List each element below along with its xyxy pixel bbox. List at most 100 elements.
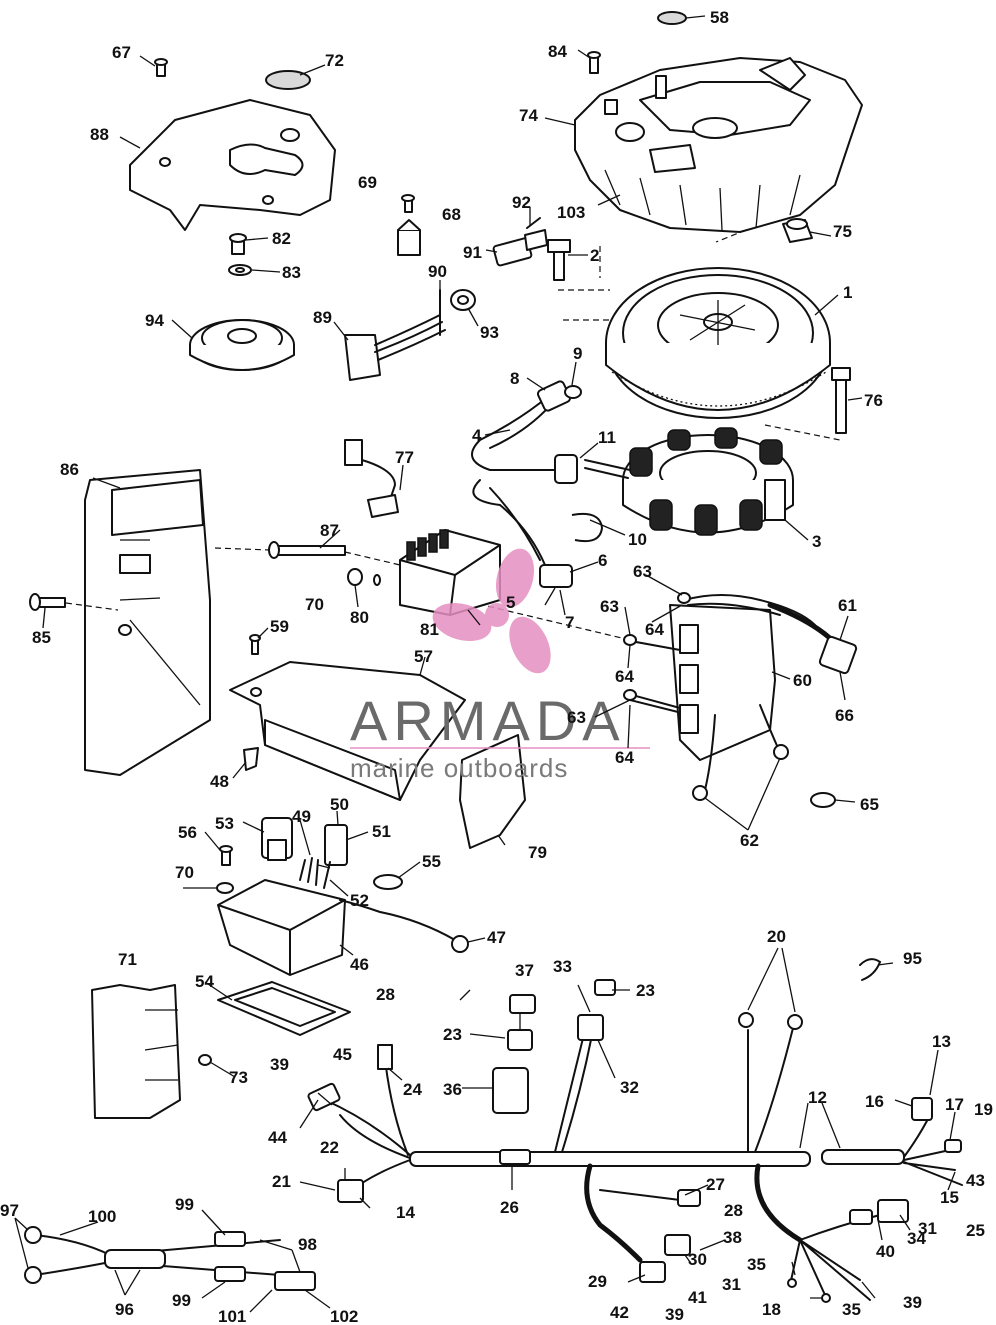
callout-49: 49	[292, 807, 311, 826]
callout-86: 86	[60, 460, 79, 479]
callout-20: 20	[767, 927, 786, 946]
callout-26: 26	[500, 1198, 519, 1217]
callout-leaders	[14, 55, 956, 1313]
callout-69: 69	[358, 173, 377, 192]
connector-91	[492, 229, 548, 267]
callout-4: 4	[472, 426, 482, 445]
callout-64-a: 64	[645, 620, 664, 639]
callout-30: 30	[688, 1250, 707, 1269]
callout-39-a: 39	[270, 1055, 289, 1074]
callout-numbers: 1 2 3 4 5 6 7 8 9 10 11 12 13 14 15 16 1…	[0, 8, 993, 1325]
callout-44: 44	[268, 1128, 287, 1147]
connector-37-23-36	[492, 979, 616, 1114]
callout-22: 22	[320, 1138, 339, 1157]
callout-46: 46	[350, 955, 369, 974]
callout-27: 27	[706, 1175, 725, 1194]
watermark-tagline: marine outboards	[350, 753, 568, 783]
callout-90: 90	[428, 262, 447, 281]
callout-1: 1	[843, 283, 852, 302]
callout-19: 19	[974, 1100, 993, 1119]
shield-86	[84, 469, 211, 776]
callout-96: 96	[115, 1300, 134, 1319]
callout-68: 68	[442, 205, 461, 224]
callout-8: 8	[510, 369, 519, 388]
callout-70-b: 70	[175, 863, 194, 882]
cover-57	[229, 661, 466, 801]
callout-37: 37	[515, 961, 534, 980]
screw-84	[577, 49, 601, 74]
callout-58: 58	[710, 8, 729, 27]
callout-6: 6	[598, 551, 607, 570]
washer-70	[216, 882, 234, 894]
callout-72: 72	[325, 51, 344, 70]
callout-67: 67	[112, 43, 131, 62]
screw-82	[229, 233, 247, 255]
plug-58	[657, 11, 706, 25]
callout-33: 33	[553, 957, 572, 976]
callout-81: 81	[420, 620, 439, 639]
grommet-72	[265, 70, 311, 90]
bolt-2	[547, 239, 571, 281]
callout-31-a: 31	[722, 1275, 741, 1294]
callout-17: 17	[945, 1095, 964, 1114]
shield-71	[91, 984, 181, 1119]
screw-59	[249, 634, 261, 655]
callout-82: 82	[272, 229, 291, 248]
callout-52: 52	[350, 891, 369, 910]
washer-83	[228, 264, 252, 276]
callout-41: 41	[688, 1288, 707, 1307]
callout-14: 14	[396, 1203, 415, 1222]
callout-35-b: 35	[842, 1300, 861, 1319]
callout-61: 61	[838, 596, 857, 615]
screw-67	[154, 58, 168, 77]
callout-102: 102	[330, 1307, 358, 1325]
callout-48: 48	[210, 772, 229, 791]
regulator-46	[217, 857, 469, 976]
callout-9: 9	[573, 344, 582, 363]
main-harness-12	[324, 1012, 963, 1303]
callout-18: 18	[762, 1300, 781, 1319]
callout-70-a: 70	[305, 595, 324, 614]
callout-91: 91	[463, 243, 482, 262]
callout-87: 87	[320, 521, 339, 540]
bolt-76	[831, 367, 851, 434]
clip-48	[243, 747, 259, 771]
callout-99-a: 99	[175, 1195, 194, 1214]
callout-71: 71	[118, 950, 137, 969]
logo-blade-right	[509, 616, 551, 674]
sensor-89	[344, 289, 446, 381]
callout-79: 79	[528, 843, 547, 862]
callout-65: 65	[860, 795, 879, 814]
callout-10: 10	[628, 530, 647, 549]
bracket-79	[459, 734, 526, 849]
watermark-brand: ARMADA	[350, 689, 626, 752]
plate-88	[129, 99, 336, 231]
screw-85	[29, 593, 66, 611]
bolt-87	[268, 541, 381, 586]
clamp-55	[373, 874, 403, 890]
gasket-54	[217, 981, 351, 1036]
callout-74: 74	[519, 106, 538, 125]
callout-39-b: 39	[665, 1305, 684, 1324]
callout-84: 84	[548, 42, 567, 61]
callout-35-a: 35	[747, 1255, 766, 1274]
callout-59: 59	[270, 617, 289, 636]
spark-plug-lead-77	[344, 439, 399, 518]
callout-13: 13	[932, 1032, 951, 1051]
logo-blade-top	[495, 548, 535, 608]
callout-56: 56	[178, 823, 197, 842]
callout-80: 80	[350, 608, 369, 627]
callout-40: 40	[876, 1242, 895, 1261]
screw-69	[401, 194, 415, 213]
callout-94: 94	[145, 311, 164, 330]
clamp-65	[810, 792, 836, 808]
callout-57: 57	[414, 647, 433, 666]
screw-73	[198, 1054, 212, 1066]
callout-25: 25	[966, 1221, 985, 1240]
grommet-93	[450, 289, 476, 311]
callout-2: 2	[590, 246, 599, 265]
callout-51: 51	[372, 822, 391, 841]
callout-64-b: 64	[615, 667, 634, 686]
callout-29: 29	[588, 1272, 607, 1291]
watermark-logo	[432, 548, 551, 674]
